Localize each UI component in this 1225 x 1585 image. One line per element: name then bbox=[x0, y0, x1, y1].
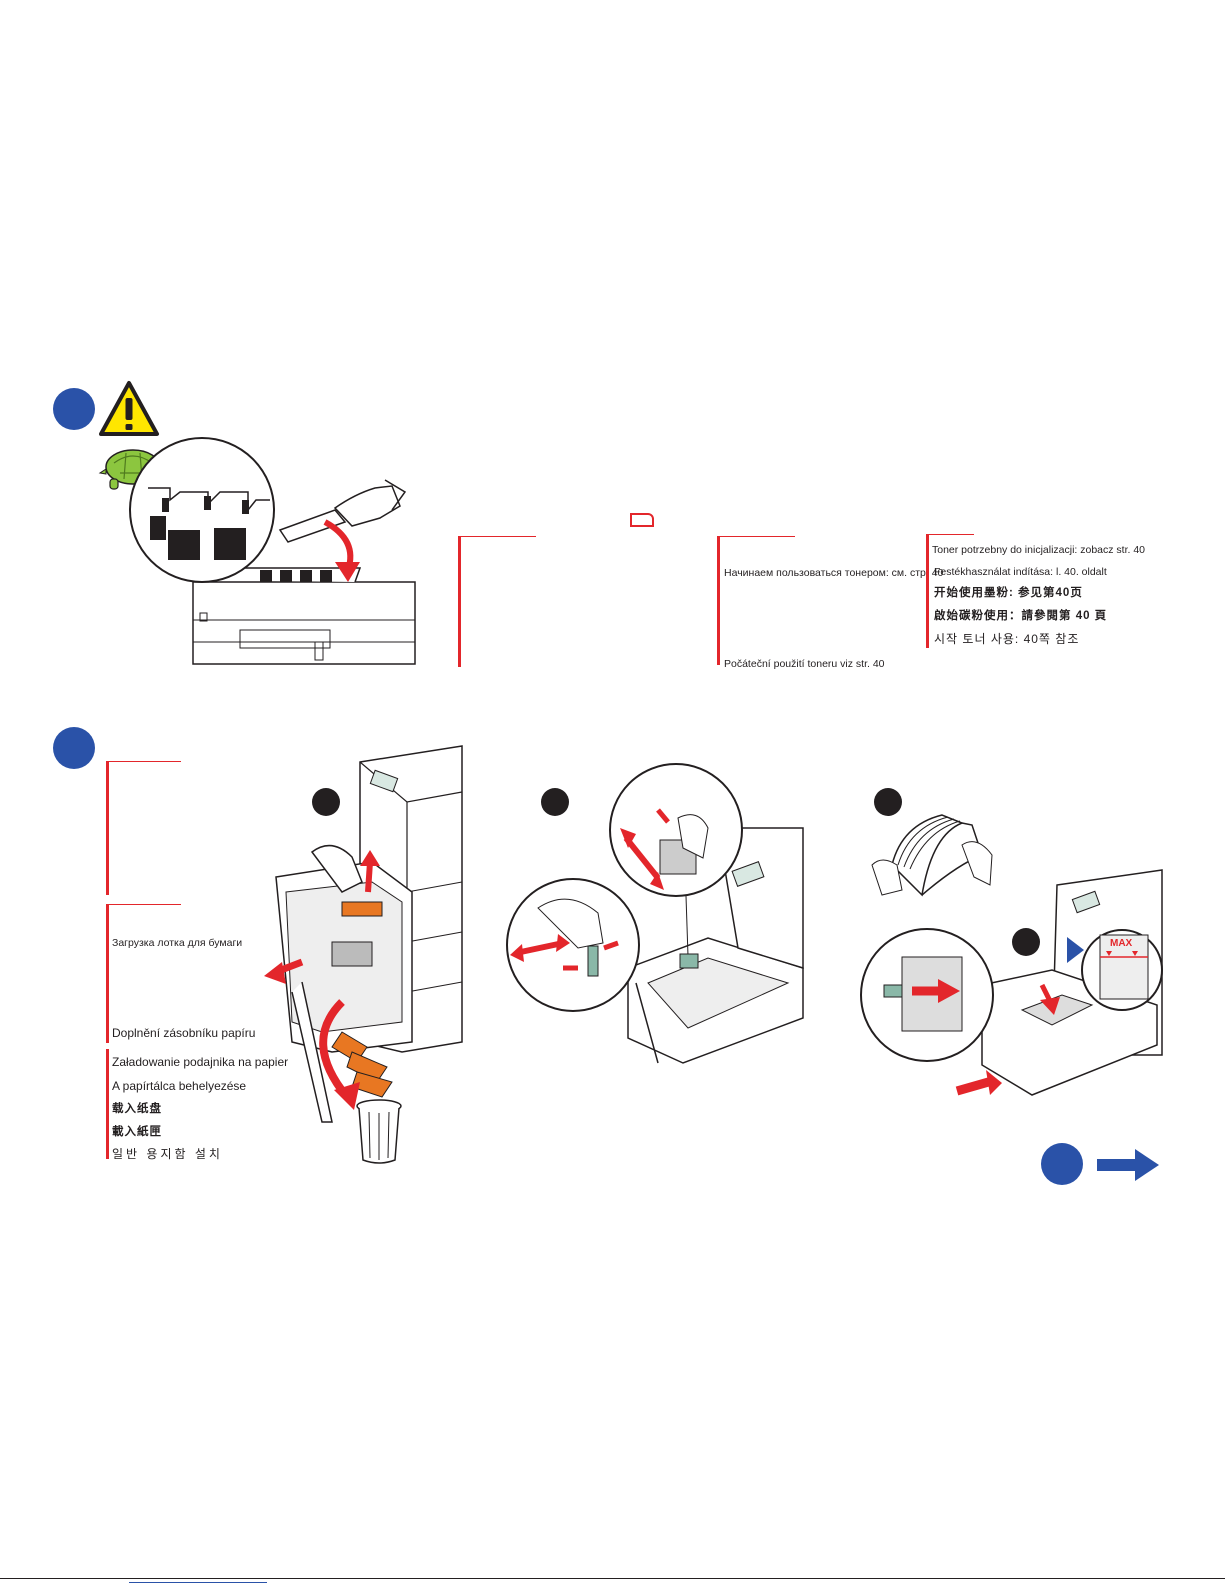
next-step-circle bbox=[1041, 1143, 1083, 1185]
substep-a-circle bbox=[312, 788, 340, 816]
text-column-rule-3 bbox=[926, 535, 929, 648]
text-column-rule-2 bbox=[717, 537, 720, 665]
step-1-circle bbox=[53, 388, 95, 430]
tray-text-rule-1-h bbox=[106, 761, 181, 762]
toner-text-cs: Počáteční použití toneru viz str. 40 bbox=[724, 658, 885, 670]
warning-icon bbox=[99, 381, 159, 436]
text-column-rule-1-h bbox=[458, 536, 536, 537]
tray-text-pl: Załadowanie podajnika na papier bbox=[112, 1055, 289, 1069]
tray-text-rule-2-h bbox=[106, 904, 181, 905]
tray-text-ru: Загрузка лотка для бумаги bbox=[112, 937, 243, 949]
trash-can-icon bbox=[356, 1099, 402, 1164]
tray-text-rule-2 bbox=[106, 905, 109, 1043]
tray-unpack-illustration bbox=[264, 745, 463, 1123]
substep-b-circle bbox=[541, 788, 569, 816]
substep-d-circle bbox=[1012, 928, 1040, 956]
text-column-rule-3-h bbox=[926, 534, 974, 535]
paper-load-illustration: MAX bbox=[860, 814, 1163, 1096]
footer-link-underline bbox=[129, 1582, 267, 1583]
tray-text-ko: 일반 용지함 설치 bbox=[112, 1147, 223, 1161]
toner-install-illustration bbox=[129, 437, 416, 665]
text-column-rule-2-h bbox=[717, 536, 795, 537]
tray-text-zh-tw: 載入紙匣 bbox=[112, 1126, 162, 1138]
step-2-circle bbox=[53, 727, 95, 769]
substep-c-circle bbox=[874, 788, 902, 816]
toner-text-ru: Начинаем пользоваться тонером: см. стр. … bbox=[724, 567, 944, 579]
toner-text-zh-cn: 开始使用墨粉: 参见第40页 bbox=[934, 587, 1083, 599]
footer-rule bbox=[0, 1578, 1225, 1579]
tray-text-hu: A papírtálca behelyezése bbox=[112, 1079, 247, 1093]
guide-adjust-illustration bbox=[506, 763, 804, 1064]
tray-text-zh-cn: 载入纸盘 bbox=[112, 1103, 162, 1115]
tray-text-cs: Doplnění zásobníku papíru bbox=[112, 1026, 256, 1040]
next-arrow-icon bbox=[1097, 1149, 1159, 1181]
toner-text-hu: Festékhasználat indítása: l. 40. oldalt bbox=[934, 566, 1107, 578]
note-marker bbox=[630, 513, 654, 527]
tray-text-rule-3 bbox=[106, 1049, 109, 1159]
tray-text-rule-1 bbox=[106, 762, 109, 895]
toner-text-zh-tw: 啟始碳粉使用：請參閱第 40 頁 bbox=[934, 610, 1108, 622]
toner-text-ko: 시작 토너 사용: 40쪽 참조 bbox=[934, 632, 1080, 646]
max-label: MAX bbox=[1110, 938, 1133, 949]
text-column-rule-1 bbox=[458, 537, 461, 667]
toner-text-pl: Toner potrzebny do inicjalizacji: zobacz… bbox=[932, 544, 1146, 556]
